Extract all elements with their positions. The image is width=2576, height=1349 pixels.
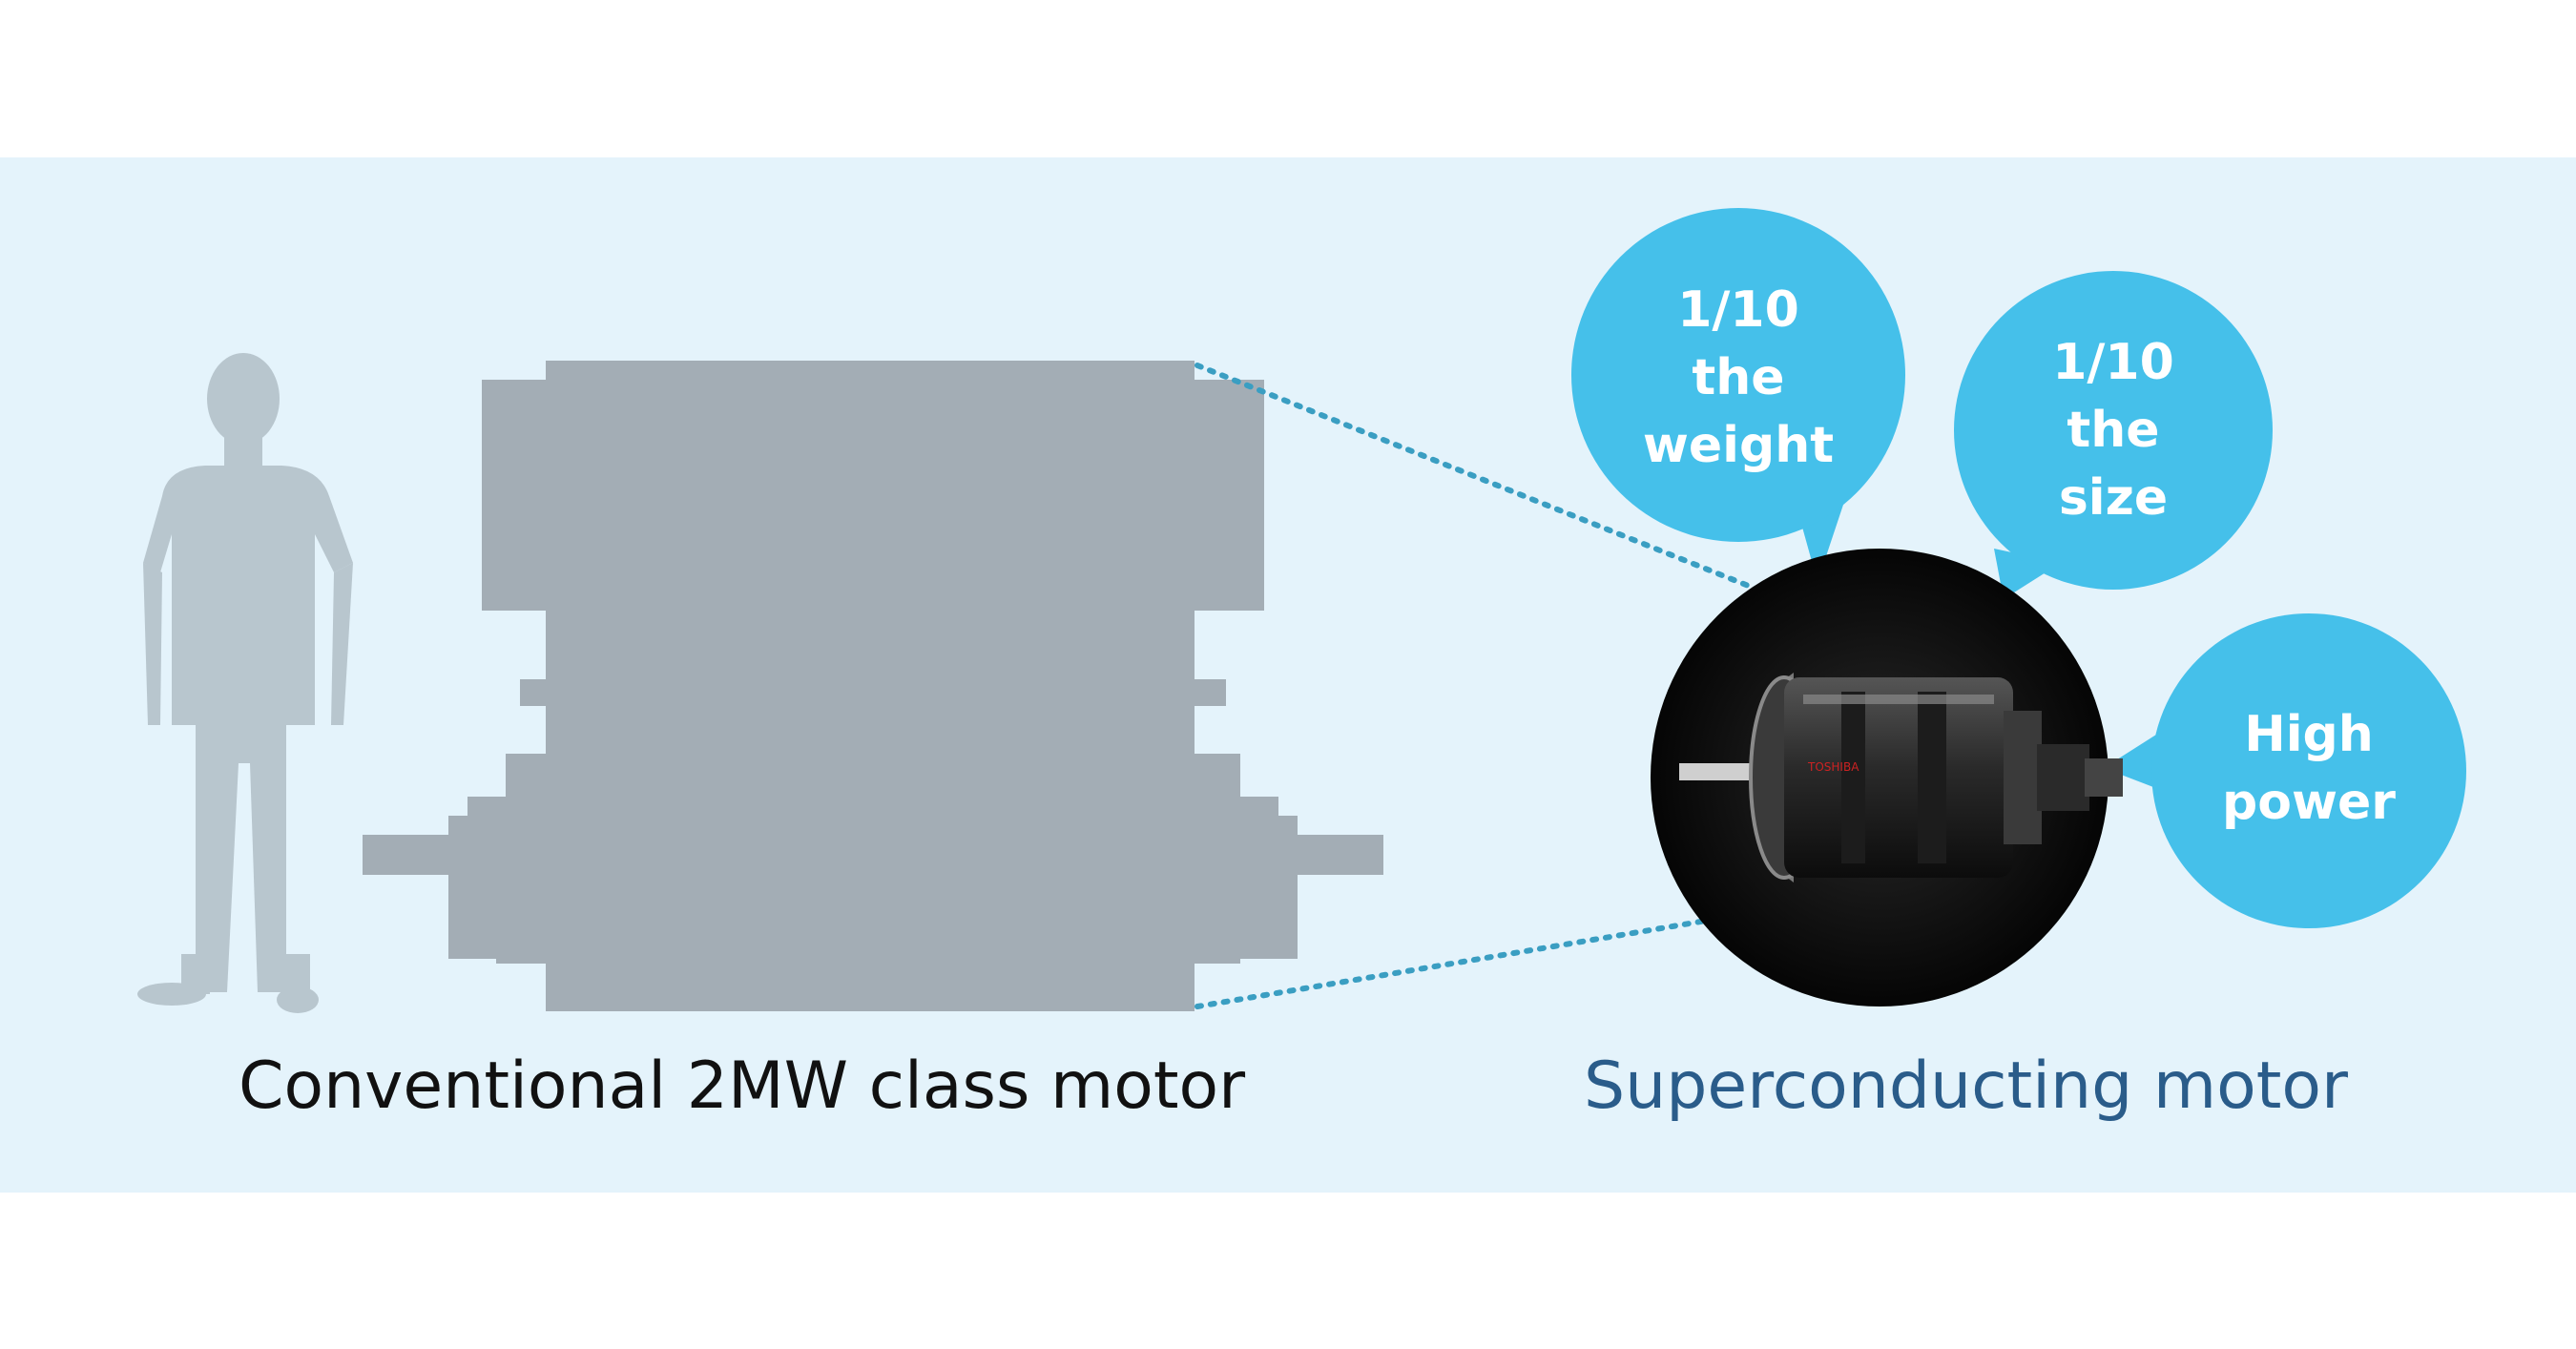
bubble-weight-line-1: 1/10 <box>1677 281 1799 339</box>
bubble-power-line-2: power <box>2222 774 2396 831</box>
bubble-size-line-3: size <box>2058 469 2169 527</box>
superconducting-motor-caption: Superconducting motor <box>1584 1048 2348 1124</box>
bubble-size <box>1954 271 2273 590</box>
brand-mark-text: TOSHIBA <box>1807 760 1859 774</box>
motor-photo-icon: TOSHIBA <box>1651 549 2123 1007</box>
bubble-weight-label: 1/10 the weight <box>1548 277 1929 480</box>
person-silhouette-icon <box>137 353 353 1013</box>
bubble-weight <box>1571 208 1905 542</box>
bubble-weight-line-3: weight <box>1642 417 1835 474</box>
bubble-size-line-1: 1/10 <box>2052 334 2174 391</box>
motor-silhouette-icon <box>363 361 1383 1011</box>
bubble-size-line-2: the <box>2067 402 2160 459</box>
conventional-motor-caption: Conventional 2MW class motor <box>239 1048 1246 1124</box>
bubble-size-label: 1/10 the size <box>1922 329 2304 532</box>
bubble-power-line-1: High <box>2244 706 2374 763</box>
bubble-weight-line-2: the <box>1692 349 1785 406</box>
bubble-power <box>2151 613 2466 928</box>
bubble-power-label: High power <box>2118 701 2500 837</box>
